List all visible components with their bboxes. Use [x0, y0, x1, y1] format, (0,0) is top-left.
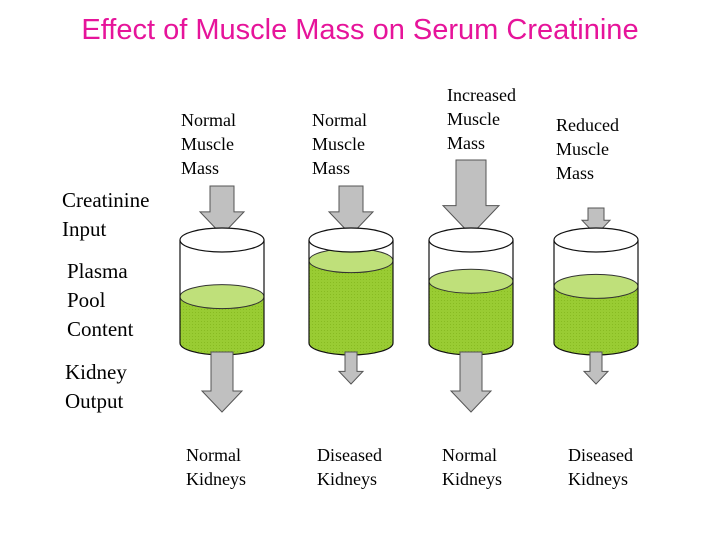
- liquid-surface-3: [428, 268, 514, 294]
- input-arrow-3: [441, 159, 501, 236]
- output-arrow-3: [449, 351, 493, 413]
- liquid-surface-1: [179, 284, 265, 310]
- output-arrow-4: [582, 351, 610, 385]
- input-arrow-1: [198, 185, 246, 236]
- plasma-liquid-4: [554, 286, 638, 355]
- output-arrow-1: [200, 351, 244, 413]
- plasma-liquid-1: [180, 296, 264, 355]
- plasma-liquid-3: [429, 281, 513, 355]
- container-rim-1: [179, 227, 265, 253]
- liquid-surface-4: [553, 273, 639, 299]
- input-arrow-2: [327, 185, 375, 236]
- output-arrow-2: [337, 351, 365, 385]
- container-rim-2: [308, 227, 394, 253]
- diagram-title: Effect of Muscle Mass on Serum Creatinin…: [81, 14, 639, 46]
- container-rim-3: [428, 227, 514, 253]
- container-rim-4: [553, 227, 639, 253]
- plasma-liquid-2: [309, 260, 393, 355]
